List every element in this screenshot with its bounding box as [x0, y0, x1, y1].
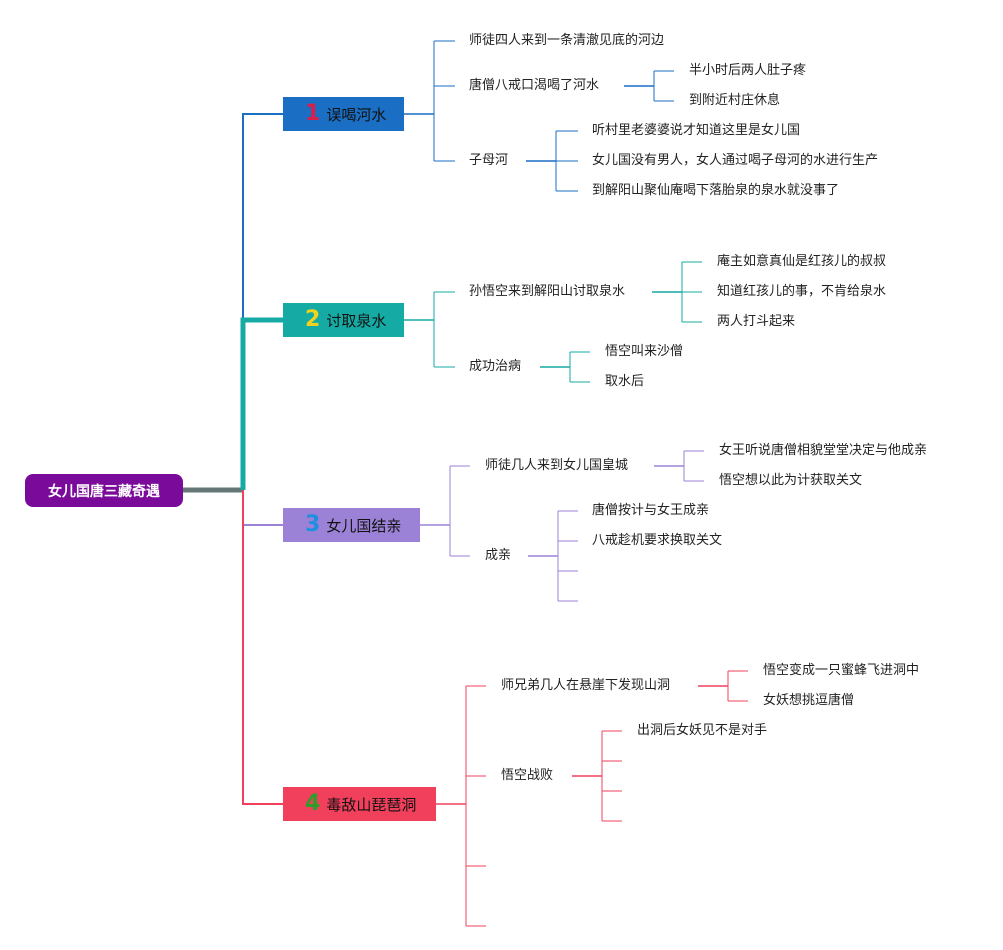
leaf-topic[interactable]: 庵主如意真仙是红孩儿的叔叔	[717, 254, 887, 269]
subtopic[interactable]: 成亲	[485, 548, 512, 563]
leaf-topic[interactable]: 女儿国没有男人，女人通过喝子母河的水进行生产	[592, 153, 879, 168]
leaf-topic[interactable]: 两人打斗起来	[717, 314, 796, 329]
branch-2	[240, 317, 283, 490]
branch-3	[242, 490, 283, 526]
leaf-topic[interactable]: 悟空叫来沙僧	[605, 344, 684, 359]
subtopic[interactable]: 师徒几人来到女儿国皇城	[485, 458, 629, 473]
root-label: 女儿国唐三藏奇遇	[48, 483, 160, 500]
topic-number: 3	[305, 512, 321, 537]
leaf-topic[interactable]: 悟空变成一只蜜蜂飞进洞中	[763, 663, 920, 678]
root-topic[interactable]: 女儿国唐三藏奇遇	[25, 474, 183, 507]
leaf-topic[interactable]: 知道红孩儿的事，不肯给泉水	[717, 284, 887, 299]
leaf-topic[interactable]: 悟空想以此为计获取关文	[719, 473, 863, 488]
leaf-topic[interactable]: 出洞后女妖见不是对手	[637, 723, 768, 738]
topic-1[interactable]: 1 误喝河水	[283, 97, 404, 131]
leaf-topic[interactable]: 到解阳山聚仙庵喝下落胎泉的泉水就没事了	[592, 183, 840, 198]
leaf-topic[interactable]: 唐僧按计与女王成亲	[592, 503, 710, 518]
topic-number: 1	[305, 101, 321, 126]
subtopic[interactable]: 悟空战败	[501, 768, 554, 783]
topic-number: 2	[305, 307, 321, 332]
topic-number: 4	[305, 791, 321, 816]
topic-4[interactable]: 4 毒敌山琵琶洞	[283, 787, 436, 821]
leaf-topic[interactable]: 取水后	[605, 374, 645, 389]
leaf-topic[interactable]: 女王听说唐僧相貌堂堂决定与他成亲	[719, 443, 928, 458]
topic-label: 女儿国结亲	[326, 516, 402, 535]
topic-label: 误喝河水	[326, 105, 387, 124]
topic-label: 毒敌山琵琶洞	[326, 795, 417, 814]
subtopic[interactable]: 孙悟空来到解阳山讨取泉水	[469, 284, 626, 299]
subtopic[interactable]: 子母河	[469, 153, 509, 168]
branch-4	[242, 490, 283, 805]
subtopic[interactable]: 成功治病	[469, 359, 522, 374]
subtopic[interactable]: 师徒四人来到一条清澈见底的河边	[469, 33, 665, 48]
topic-3[interactable]: 3 女儿国结亲	[283, 508, 420, 542]
topic-label: 讨取泉水	[326, 311, 387, 330]
leaf-topic[interactable]: 到附近村庄休息	[689, 93, 781, 108]
branch-1	[242, 113, 283, 490]
leaf-topic[interactable]: 女妖想挑逗唐僧	[763, 693, 855, 708]
leaf-topic[interactable]: 听村里老婆婆说才知道这里是女儿国	[592, 123, 801, 138]
subtopic[interactable]: 唐僧八戒口渴喝了河水	[469, 78, 600, 93]
subtopic[interactable]: 师兄弟几人在悬崖下发现山洞	[501, 678, 671, 693]
leaf-topic[interactable]: 半小时后两人肚子疼	[689, 63, 807, 78]
leaf-topic[interactable]: 八戒趁机要求换取关文	[592, 533, 723, 548]
topic-2[interactable]: 2 讨取泉水	[283, 303, 404, 337]
